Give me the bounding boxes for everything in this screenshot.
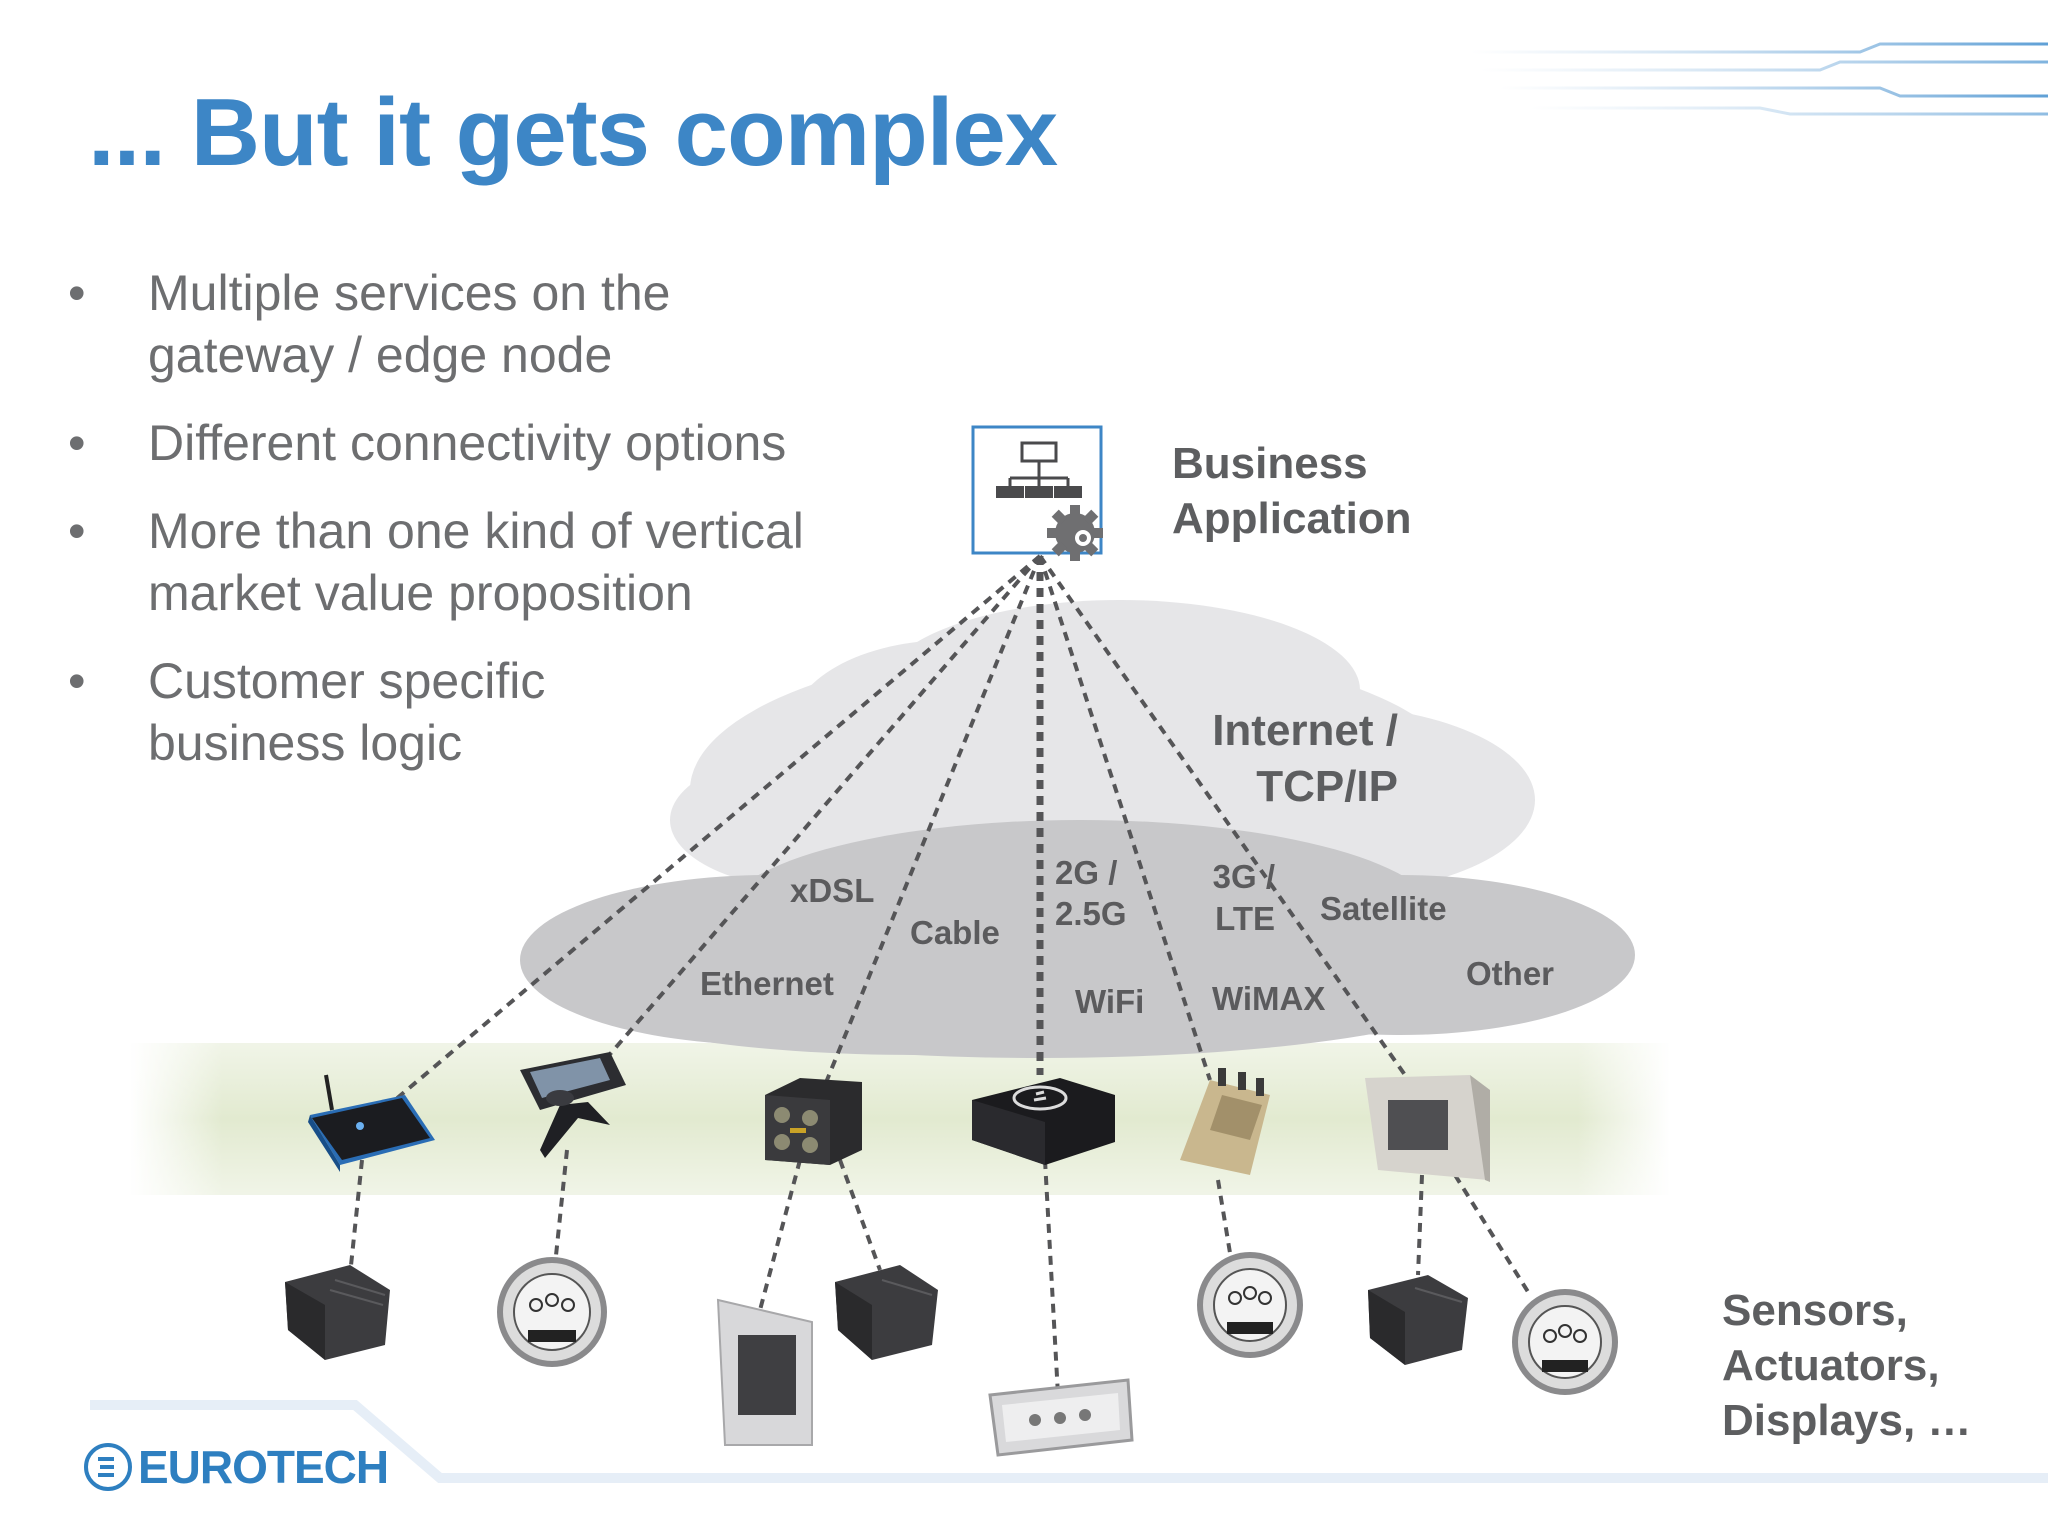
handheld-icon (520, 1052, 626, 1158)
sensor-module-icon (1368, 1275, 1468, 1365)
bullet-item: • Customer specific business logic (60, 650, 860, 774)
label-2g: 2G / 2.5G (1055, 854, 1127, 932)
radio-terminal-icon (1180, 1068, 1270, 1175)
terminal-strip-icon (988, 1378, 1134, 1457)
label-wimax: WiMAX (1212, 980, 1326, 1017)
rugged-computer-icon (765, 1078, 862, 1165)
meter-icon (1512, 1289, 1618, 1395)
business-application-label: Business Application (1172, 439, 1412, 543)
internet-cloud-label: Internet / TCP/IP (1212, 706, 1398, 811)
edge-devices-label: Sensors, Actuators, Displays, … (1722, 1286, 1972, 1445)
downlink-lines (348, 1149, 1532, 1396)
bullet-item: • More than one kind of vertical market … (60, 500, 860, 624)
panel-display-icon (1365, 1075, 1490, 1182)
touch-panel-icon (716, 1298, 813, 1446)
bullet-glyph: • (68, 265, 86, 321)
bullet-glyph: • (68, 415, 86, 471)
bullet-glyph: • (68, 503, 86, 559)
bullet-text: Multiple services on the gateway / edge … (148, 265, 671, 383)
label-xdsl: xDSL (790, 872, 875, 909)
decor-bottom-line (90, 1400, 2048, 1483)
sensor-module-icon (835, 1265, 938, 1360)
bullet-text: More than one kind of vertical market va… (148, 503, 804, 621)
edge-box-icon (972, 1078, 1115, 1165)
eurotech-logo-mark (84, 1443, 132, 1491)
page-title: ... But it gets complex (88, 79, 1058, 186)
label-other: Other (1466, 955, 1555, 992)
router-icon (308, 1074, 435, 1172)
bullet-text: Customer specific business logic (148, 653, 546, 771)
label-ethernet: Ethernet (700, 965, 834, 1002)
label-cable: Cable (910, 914, 1000, 951)
bullet-text: Different connectivity options (148, 415, 787, 471)
meter-icon (497, 1257, 607, 1367)
bullet-list: • Multiple services on the gateway / edg… (60, 262, 860, 800)
eurotech-logo-text: EUROTECH (138, 1441, 389, 1493)
label-3g: 3G / LTE (1212, 858, 1275, 937)
label-satellite: Satellite (1320, 890, 1447, 927)
bullet-item: • Different connectivity options (60, 412, 860, 474)
decor-circuit-lines (1470, 42, 2048, 116)
sensor-module-icon (285, 1265, 390, 1360)
label-wifi: WiFi (1075, 983, 1145, 1020)
bullet-item: • Multiple services on the gateway / edg… (60, 262, 860, 386)
meter-icon (1197, 1252, 1303, 1358)
network-hierarchy-gear-icon (971, 425, 1103, 561)
bullet-glyph: • (68, 653, 86, 709)
